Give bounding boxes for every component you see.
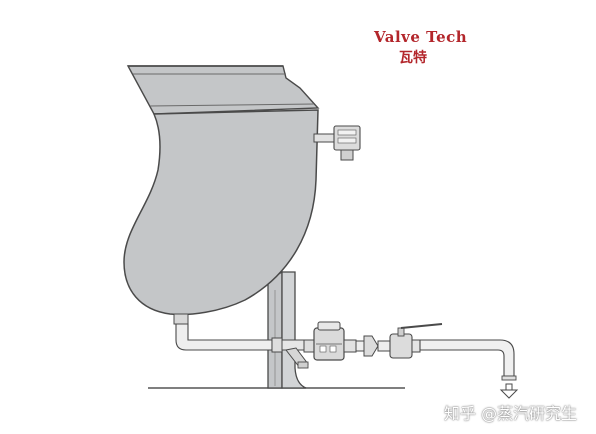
vessel-bottom-outlet: [173, 313, 189, 325]
brand-subtitle: 瓦特: [399, 50, 427, 66]
ball-valve-handle: [400, 323, 443, 329]
drain-pipe: [175, 323, 283, 353]
discharge-arrow-icon: [499, 383, 519, 399]
vessel-lid: [126, 65, 320, 115]
air-vent-valve: [313, 125, 361, 161]
ball-valve: [389, 323, 443, 359]
vessel-support-stand: [267, 270, 307, 389]
watermark: 知乎 @蒸汽研究生: [444, 404, 578, 423]
tilting-vessel: [123, 65, 320, 325]
check-valve: [355, 335, 391, 357]
brand-title: Valve Tech: [374, 28, 468, 46]
y-strainer: [281, 339, 309, 369]
vessel-bowl: [123, 109, 319, 316]
steam-trap: [303, 321, 357, 361]
discharge-pipe: [419, 339, 517, 381]
